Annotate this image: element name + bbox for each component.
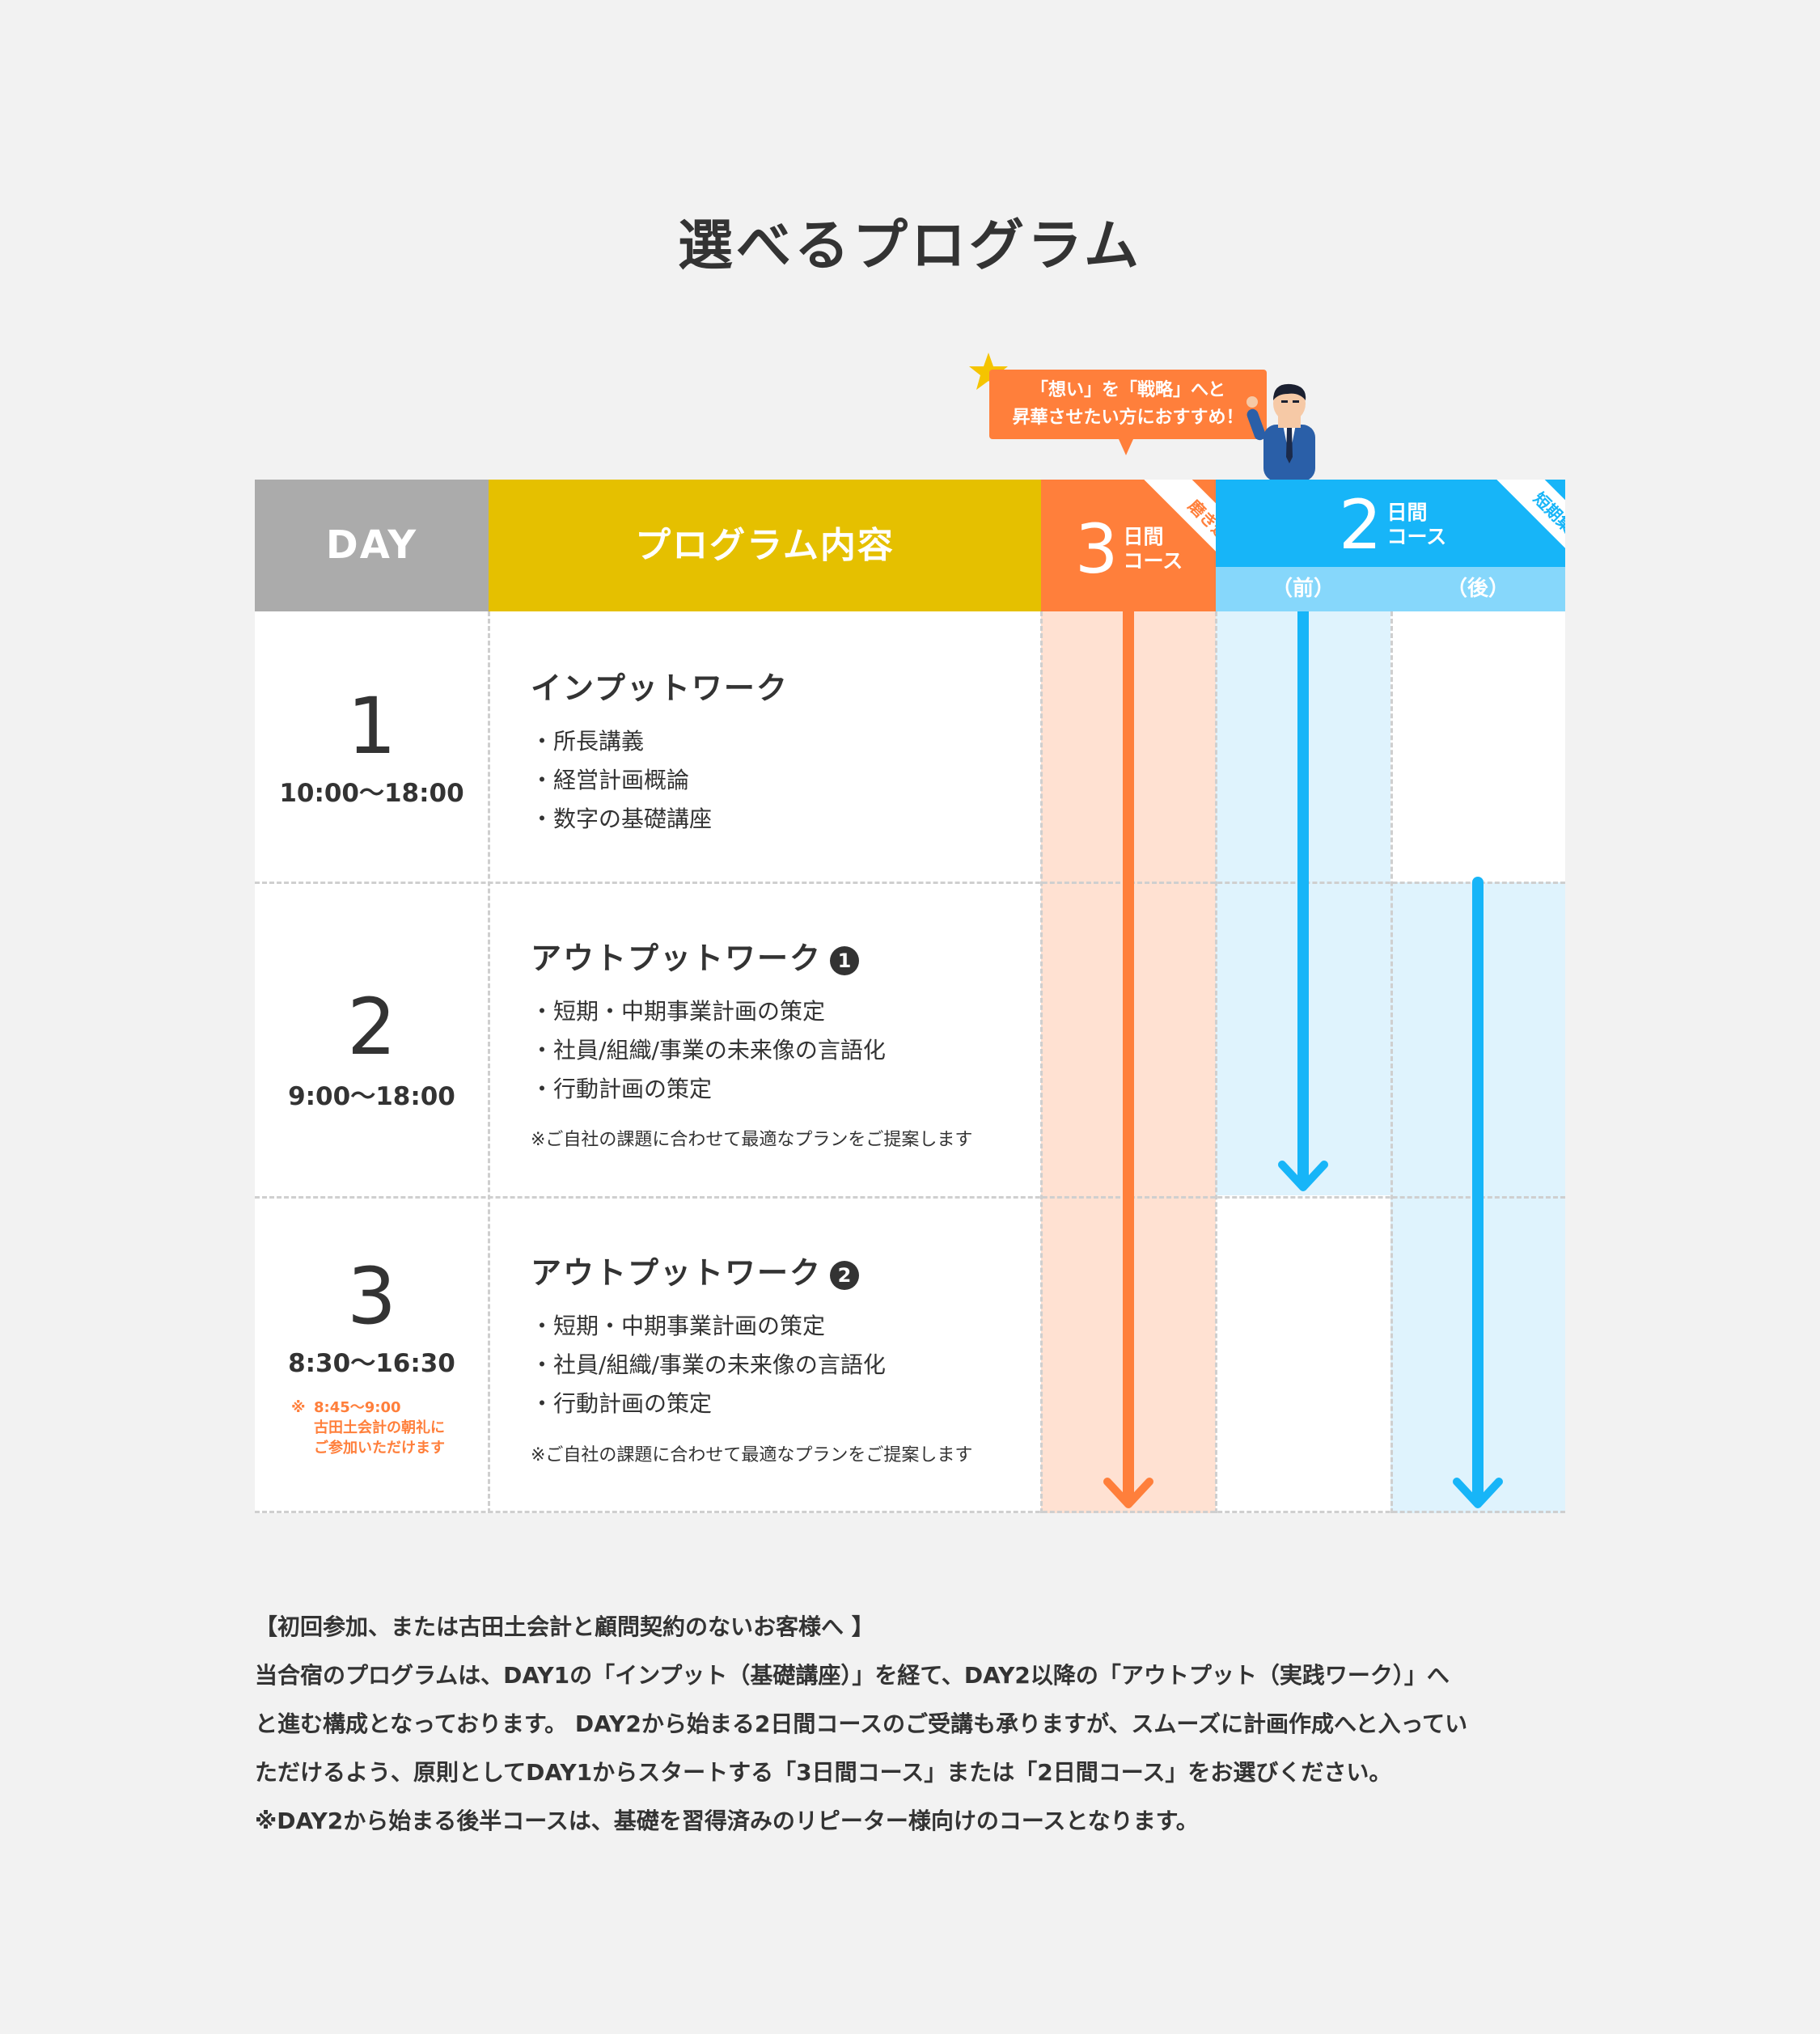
grid-divider	[1390, 611, 1393, 1513]
day-2-number: 2	[346, 982, 397, 1072]
promo-callout-tail	[1119, 439, 1133, 455]
header-course-3day: 3 日間 コース 磨き込み	[1041, 480, 1216, 611]
course2-first-half: （前）	[1216, 567, 1390, 611]
course3-arrow	[1103, 611, 1153, 1508]
footer-line-2: 当合宿のプログラムは、DAY1の「インプット（基礎講座）」を経て、DAY2以降の…	[255, 1662, 1450, 1689]
day-3-extra-line-2: 古田土会計の朝礼に	[314, 1419, 445, 1436]
day-3-circle-number: 2	[830, 1260, 860, 1290]
grid-divider	[255, 882, 1565, 884]
day-3-extra-line-3: ご参加いただけます	[314, 1440, 445, 1457]
course2-first-arrow	[1278, 611, 1328, 1191]
header-day: DAY	[255, 480, 489, 611]
promo-line-2: 昇華させたい方におすすめ！	[1012, 408, 1244, 428]
list-item: 所長講義	[531, 722, 712, 761]
day-3-extra-line-1: 8:45〜9:00	[314, 1399, 401, 1416]
course3-number: 3	[1075, 510, 1119, 589]
footer-line-1: 【初回参加、または古田土会計と顧問契約のないお客様へ 】	[255, 1613, 874, 1640]
day-3-extra-mark: ※	[291, 1399, 306, 1416]
grid-divider	[255, 1196, 1565, 1199]
page-title: 選べるプログラム	[678, 214, 1142, 278]
footer-notice: 【初回参加、または古田土会計と顧問契約のないお客様へ 】 当合宿のプログラムは、…	[255, 1603, 1581, 1846]
day-3-items: 短期・中期事業計画の策定 社員/組織/事業の未来像の言語化 行動計画の策定	[531, 1307, 886, 1423]
promo-callout: 「想い」を「戦略」へと 昇華させたい方におすすめ！	[989, 370, 1267, 439]
day-3-title: アウトプットワーク	[531, 1255, 823, 1291]
businessman-icon	[1246, 383, 1315, 481]
footer-line-3: と進む構成となっております。 DAY2から始まる2日間コースのご受講も承りますが…	[255, 1711, 1468, 1737]
list-item: 短期・中期事業計画の策定	[531, 1307, 886, 1346]
footer-line-5: ※DAY2から始まる後半コースは、基礎を習得済みのリピーター様向けのコースとなり…	[255, 1808, 1199, 1834]
header-course-2day: 2 日間 コース 短期集中!	[1216, 480, 1565, 567]
list-item: 経営計画概論	[531, 761, 712, 800]
course2-number: 2	[1339, 485, 1382, 565]
course3-label-days: 日間	[1123, 525, 1164, 548]
course2-second-half: （後）	[1390, 567, 1565, 611]
list-item: 数字の基礎講座	[531, 800, 712, 839]
day-2-note: ※ご自社の課題に合わせて最適なプランをご提案します	[531, 1130, 973, 1150]
course2-label-course: コース	[1386, 525, 1447, 548]
day-2-title: アウトプットワーク	[531, 941, 823, 976]
course-arrows	[1103, 611, 1503, 1508]
course2-second-arrow	[1453, 877, 1503, 1508]
promo-line-1: 「想い」を「戦略」へと	[1031, 380, 1225, 400]
course2-label-days: 日間	[1386, 501, 1428, 524]
day-3-number: 3	[346, 1251, 397, 1342]
day-3-note: ※ご自社の課題に合わせて最適なプランをご提案します	[531, 1445, 973, 1465]
footer-line-4: ただけるよう、原則としてDAY1からスタートする「3日間コース」または「2日間コ…	[255, 1759, 1392, 1786]
grid-divider	[255, 1511, 1565, 1513]
day-1-items: 所長講義 経営計画概論 数字の基礎講座	[531, 722, 712, 839]
header-program-content: プログラム内容	[489, 480, 1041, 611]
day-3-extra-note: ※ 8:45〜9:00 古田土会計の朝礼に ご参加いただけます	[291, 1398, 485, 1458]
course3-label-course: コース	[1123, 549, 1183, 573]
list-item: 短期・中期事業計画の策定	[531, 992, 886, 1031]
star-icon	[969, 353, 1008, 390]
list-item: 社員/組織/事業の未来像の言語化	[531, 1346, 886, 1385]
grid-divider	[1215, 611, 1217, 1513]
list-item: 社員/組織/事業の未来像の言語化	[531, 1031, 886, 1070]
grid-divider	[488, 611, 490, 1513]
day-1-title: インプットワーク	[531, 670, 789, 706]
course2-badge: 短期集中!	[1464, 480, 1565, 567]
day-1-time: 10:00〜18:00	[279, 779, 464, 808]
day-2-time: 9:00〜18:00	[288, 1082, 455, 1111]
day-1-number: 1	[346, 681, 397, 772]
day-3-time: 8:30〜16:30	[288, 1349, 455, 1378]
list-item: 行動計画の策定	[531, 1385, 886, 1423]
grid-divider	[1040, 611, 1043, 1513]
day-2-items: 短期・中期事業計画の策定 社員/組織/事業の未来像の言語化 行動計画の策定	[531, 992, 886, 1109]
day-2-circle-number: 1	[830, 945, 860, 975]
list-item: 行動計画の策定	[531, 1070, 886, 1109]
